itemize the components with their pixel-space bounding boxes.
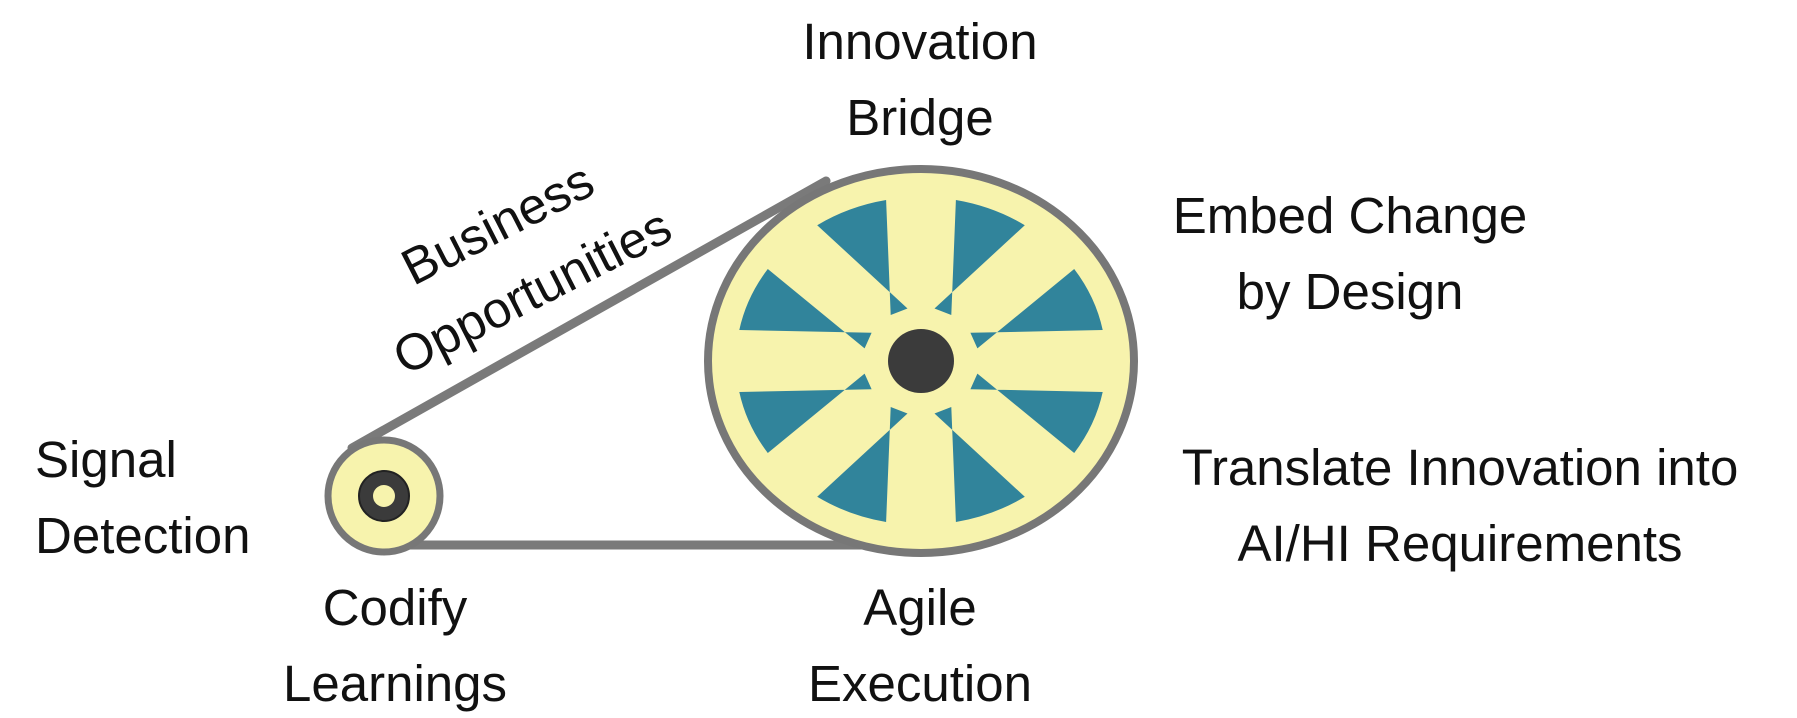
small-pulley bbox=[324, 436, 444, 556]
wheel-segment bbox=[934, 407, 1025, 522]
wheel-segment bbox=[817, 200, 908, 315]
wheel-segment bbox=[970, 373, 1103, 453]
wheel-hub bbox=[888, 329, 954, 393]
label-line: Innovation bbox=[802, 13, 1038, 70]
label-line: Learnings bbox=[283, 655, 507, 712]
wheel-segment bbox=[970, 269, 1103, 349]
label-line: Translate Innovation into bbox=[1181, 439, 1739, 496]
label-line: Bridge bbox=[846, 89, 994, 146]
wheel-segment bbox=[934, 200, 1025, 315]
label-line: AI/HI Requirements bbox=[1237, 515, 1683, 572]
label-translate-innovation: Translate Innovation into AI/HI Requirem… bbox=[1140, 430, 1780, 582]
label-line: by Design bbox=[1236, 263, 1464, 320]
wheel-segments bbox=[739, 200, 1103, 522]
label-embed-change-by-design: Embed Change by Design bbox=[1140, 178, 1560, 330]
label-agile-execution: Agile Execution bbox=[760, 570, 1080, 718]
wheel-segment bbox=[739, 373, 872, 453]
label-signal-detection: Signal Detection bbox=[35, 422, 335, 574]
large-wheel bbox=[704, 165, 1138, 557]
label-codify-learnings: Codify Learnings bbox=[235, 570, 555, 718]
wheel-segment bbox=[739, 269, 872, 349]
wheel-segment bbox=[817, 407, 908, 522]
label-line: Agile bbox=[863, 579, 977, 636]
pulley-center-dot bbox=[373, 485, 395, 507]
label-line: Signal bbox=[35, 431, 177, 488]
label-line: Execution bbox=[808, 655, 1032, 712]
label-line: Embed Change bbox=[1172, 187, 1528, 244]
label-line: Codify bbox=[322, 579, 468, 636]
belt-top-line bbox=[347, 176, 831, 453]
label-innovation-bridge: Innovation Bridge bbox=[760, 4, 1080, 156]
label-line: Detection bbox=[35, 507, 251, 564]
